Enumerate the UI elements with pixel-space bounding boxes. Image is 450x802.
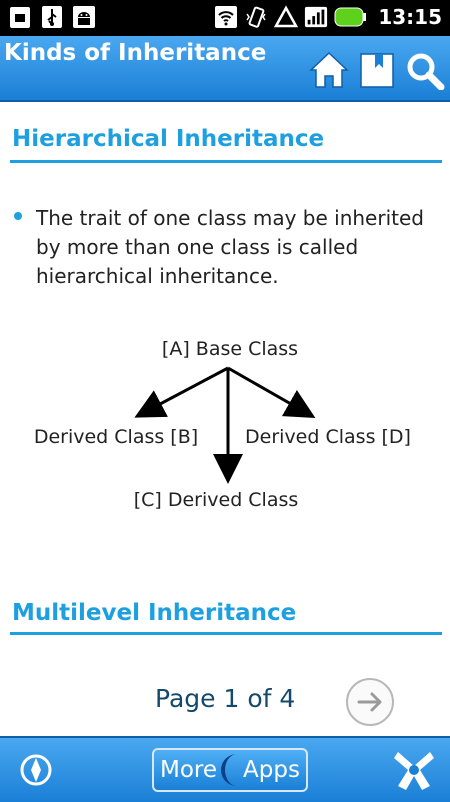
bottom-bar: More Apps — [0, 736, 450, 802]
settings-button[interactable] — [392, 746, 436, 794]
page-indicator: Page 1 of 4 — [155, 684, 296, 713]
apps-label: Apps — [243, 757, 300, 783]
compass-button[interactable] — [18, 748, 54, 792]
alert-triangle-icon — [274, 5, 299, 29]
status-clock: 13:15 — [378, 5, 442, 29]
compass-icon — [20, 754, 52, 786]
arrow-to-b — [134, 366, 229, 418]
page-title: Kinds of Inheritance — [4, 40, 267, 66]
more-apps-button[interactable]: More Apps — [152, 748, 308, 792]
more-label: More — [160, 757, 218, 783]
derived-class-d-label: Derived Class [D] — [245, 426, 411, 448]
section-title-hierarchical: Hierarchical Inheritance — [12, 126, 325, 152]
search-button[interactable] — [404, 48, 446, 92]
signal-icon — [304, 5, 328, 29]
inheritance-diagram: [A] Base Class Derived Class [B] Derived… — [34, 338, 411, 511]
usb-icon — [40, 5, 64, 29]
tools-icon — [394, 752, 434, 790]
crescent-moon-icon — [221, 754, 238, 786]
status-bar: 13:15 — [0, 0, 450, 36]
android-icon — [72, 5, 96, 29]
arrow-to-d — [227, 366, 316, 418]
wifi-icon — [214, 5, 238, 29]
lock-icon — [8, 5, 32, 29]
search-icon — [407, 53, 445, 90]
battery-icon — [334, 5, 367, 29]
section-title-multilevel: Multilevel Inheritance — [12, 600, 297, 626]
bookmark-icon — [360, 53, 394, 88]
derived-class-b-label: Derived Class [B] — [34, 426, 198, 448]
home-button[interactable] — [308, 48, 350, 92]
bullet-dot — [14, 212, 22, 220]
bullet-text: The trait of one class may be inherited … — [36, 206, 424, 288]
section-divider — [10, 632, 442, 635]
bookmark-button[interactable] — [356, 48, 398, 92]
section-divider — [10, 160, 442, 163]
next-page-button[interactable] — [346, 678, 394, 726]
home-icon — [309, 51, 349, 88]
base-class-label: [A] Base Class — [162, 338, 298, 360]
pagination-bar: Page 1 of 4 — [0, 672, 450, 734]
title-bar: Kinds of Inheritance — [0, 36, 450, 102]
vibrate-icon — [244, 5, 268, 29]
derived-class-c-label: [C] Derived Class — [134, 489, 299, 511]
arrow-right-icon — [357, 692, 382, 712]
